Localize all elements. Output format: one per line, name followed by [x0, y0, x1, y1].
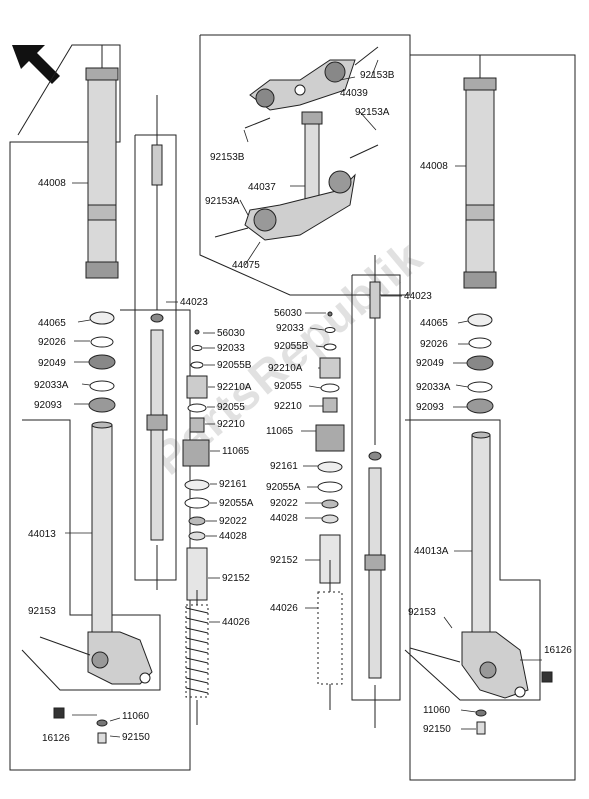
label-44065-left: 44065	[38, 318, 66, 329]
label-92049-right: 92049	[416, 358, 444, 369]
label-92210-center: 92210	[217, 419, 245, 430]
label-92161-center: 92161	[219, 479, 247, 490]
left-lower-box	[21, 419, 161, 691]
label-44026-center: 44026	[222, 617, 250, 628]
right-bolt-16126	[541, 671, 553, 683]
left-washer-11060	[96, 719, 108, 727]
right-bolt-92150	[476, 721, 486, 735]
label-44065-right: 44065	[420, 318, 448, 329]
label-92033A-left: 92033A	[34, 380, 69, 391]
label-16126-left: 16126	[42, 733, 70, 744]
label-11060-right: 11060	[423, 705, 451, 716]
center-spring	[185, 590, 209, 725]
label-44013A-right: 44013A	[414, 546, 449, 557]
label-11065-center: 11065	[222, 446, 250, 457]
right-inner-tube	[461, 431, 529, 699]
label-92055A-center: 92055A	[219, 498, 254, 509]
right-outline	[409, 54, 576, 781]
label-92153A-top: 92153A	[355, 107, 390, 118]
label-44075: 44075	[232, 260, 260, 271]
right-outer-tube	[463, 55, 497, 289]
label-92055B-center: 92055B	[217, 360, 252, 371]
label-92022-center: 92022	[219, 516, 247, 527]
label-92210-right: 92210	[274, 401, 302, 412]
right-lower-box	[404, 419, 541, 701]
label-44008-left: 44008	[38, 178, 66, 189]
right-center-parts-stack	[315, 311, 345, 584]
label-44028-center: 44028	[219, 531, 247, 542]
label-92210A-right: 92210A	[268, 363, 303, 374]
label-92153A-bottom: 92153A	[205, 196, 240, 207]
label-92153-right: 92153	[408, 607, 436, 618]
right-seal-stack	[466, 313, 494, 414]
label-92152-right: 92152	[270, 555, 298, 566]
top-clamp-box	[199, 34, 411, 296]
left-bolt-16126	[53, 707, 65, 719]
leader-lines	[65, 59, 542, 738]
label-44039: 44039	[340, 88, 368, 99]
label-92026-left: 92026	[38, 337, 66, 348]
center-parts-stack	[182, 329, 210, 601]
label-44037: 44037	[248, 182, 276, 193]
label-44026-right: 44026	[270, 603, 298, 614]
label-56030-right: 56030	[274, 308, 302, 319]
label-92153-left: 92153	[28, 606, 56, 617]
left-axle-bolt	[39, 636, 91, 656]
right-center-spring	[317, 560, 343, 710]
right-damper-rod	[364, 255, 386, 728]
right-axle-bolt	[409, 647, 461, 663]
label-92152-center: 92152	[222, 573, 250, 584]
label-44028-right: 44028	[270, 513, 298, 524]
label-16126-right: 16126	[544, 645, 572, 656]
label-92153B-bottom: 92153B	[210, 152, 245, 163]
right-washer-11060	[475, 709, 487, 717]
label-92033-right: 92033	[276, 323, 304, 334]
steering-stem	[214, 111, 379, 241]
right-inner-box	[351, 274, 401, 701]
center-inner-box	[134, 134, 177, 581]
label-92153B-top: 92153B	[360, 70, 395, 81]
label-92210A-center: 92210A	[217, 382, 252, 393]
front-arrow-icon	[12, 45, 60, 84]
label-92150-right: 92150	[423, 724, 451, 735]
label-92033-center: 92033	[217, 343, 245, 354]
label-92093-right: 92093	[416, 402, 444, 413]
label-92055A-right: 92055A	[266, 482, 301, 493]
label-92022-right: 92022	[270, 498, 298, 509]
label-92055-center: 92055	[217, 402, 245, 413]
left-inner-tube	[87, 421, 153, 685]
left-outer-tube	[85, 45, 119, 279]
left-bolt-92150	[97, 732, 107, 744]
label-92055-right: 92055	[274, 381, 302, 392]
label-92055B-right: 92055B	[274, 341, 309, 352]
label-92049-left: 92049	[38, 358, 66, 369]
label-92161-right: 92161	[270, 461, 298, 472]
label-92150-left: 92150	[122, 732, 150, 743]
label-92026-right: 92026	[420, 339, 448, 350]
label-92033A-right: 92033A	[416, 382, 451, 393]
left-seal-stack	[88, 311, 116, 413]
label-44023-left: 44023	[180, 297, 208, 308]
label-44013-left: 44013	[28, 529, 56, 540]
label-92093-left: 92093	[34, 400, 62, 411]
label-11065-right: 11065	[266, 426, 294, 437]
label-11060-left: 11060	[122, 711, 150, 722]
label-44023-right: 44023	[404, 291, 432, 302]
label-56030-center: 56030	[217, 328, 245, 339]
top-bridge	[244, 46, 379, 129]
label-44008-right: 44008	[420, 161, 448, 172]
left-damper-rod	[146, 95, 168, 590]
